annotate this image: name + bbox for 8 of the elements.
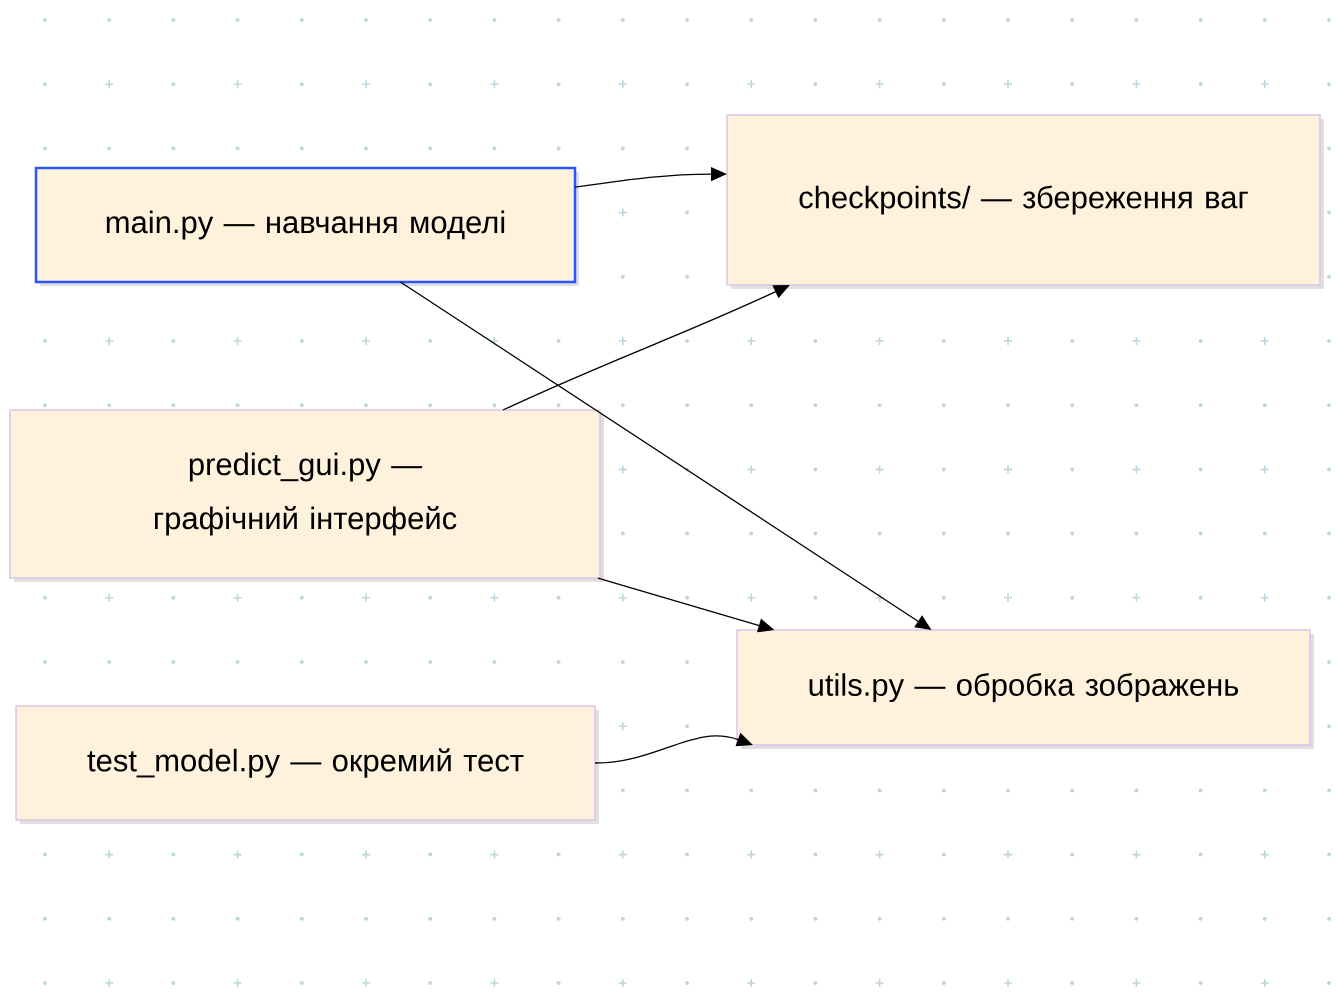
- process-box: checkpoints/ — збереження ваг: [726, 114, 1324, 289]
- process-box: utils.py — обробка зображень: [736, 629, 1314, 749]
- arrow: [502, 285, 790, 411]
- arrow: [594, 732, 753, 764]
- arrow: [574, 166, 727, 188]
- process-box: main.py — навчання моделі: [34, 166, 579, 286]
- process-box: predict_gui.py — графічний інтерфейс: [9, 409, 604, 582]
- process-box: test_model.py — окремий тест: [15, 705, 599, 824]
